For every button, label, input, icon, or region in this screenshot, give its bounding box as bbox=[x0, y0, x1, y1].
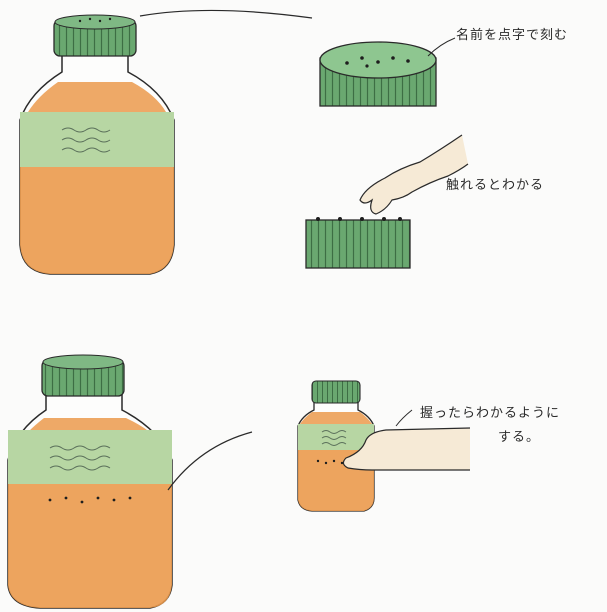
bottle-bottom-cap-lid bbox=[43, 355, 123, 369]
note-engrave: 名前を点字で刻む bbox=[456, 24, 568, 43]
touch-cap bbox=[306, 220, 410, 268]
touch-demo bbox=[306, 135, 468, 268]
grip-demo bbox=[298, 381, 470, 511]
note-grip-line2: する。 bbox=[498, 426, 540, 445]
note-grip-line1: 握ったらわかるように bbox=[420, 402, 560, 421]
zoomed-cap-top bbox=[320, 42, 436, 78]
grip-bottle-shoulder-liquid bbox=[300, 412, 372, 424]
bottle-bottom-label bbox=[8, 430, 172, 484]
bottle-top bbox=[20, 15, 174, 274]
bottle-bottom bbox=[8, 355, 172, 608]
leader-line-grip bbox=[396, 410, 412, 426]
leader-line-bottom bbox=[168, 432, 252, 490]
grip-bottle-cap bbox=[312, 381, 360, 403]
note-touch: 触れるとわかる bbox=[446, 174, 544, 193]
leader-line-top bbox=[140, 10, 312, 18]
zoomed-cap bbox=[320, 42, 436, 106]
bottle-bottom-liquid bbox=[8, 484, 172, 608]
bottle-top-cap-lid bbox=[55, 15, 135, 29]
bottle-top-liquid bbox=[20, 167, 174, 274]
